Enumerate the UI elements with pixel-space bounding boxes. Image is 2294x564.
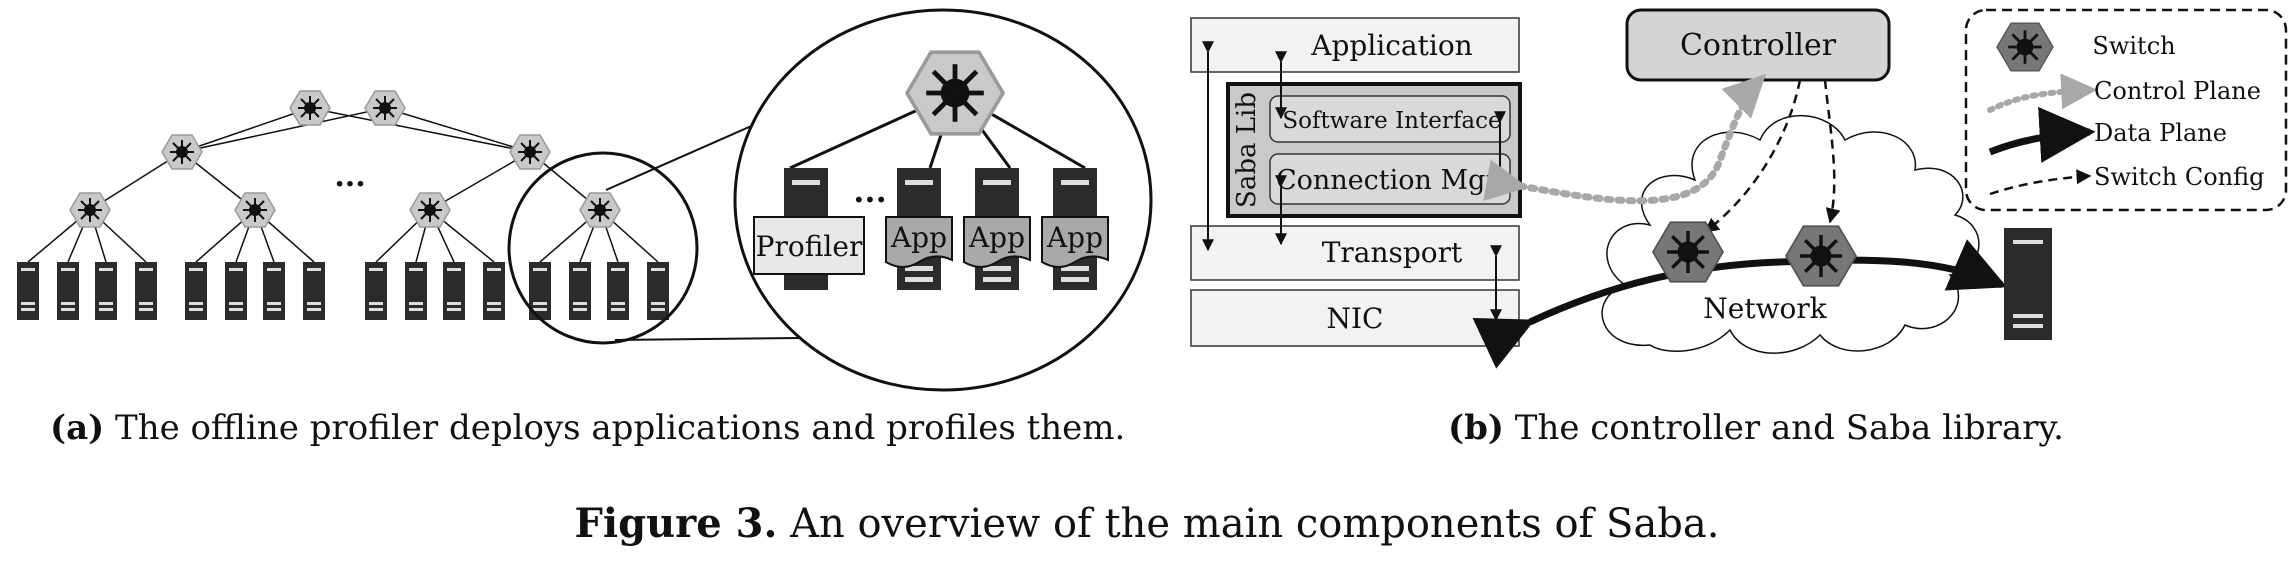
server-icon: [647, 262, 669, 320]
server-icon: [569, 262, 591, 320]
app-label: App: [968, 221, 1025, 254]
legend-control-plane-label: Control Plane: [2094, 77, 2261, 105]
host-stack: Application Saba Lib Software Interface …: [1190, 17, 1522, 347]
switch-config-paths: [1703, 79, 1841, 233]
figure-caption-tag: Figure 3.: [574, 500, 778, 547]
server-icon: [135, 262, 157, 320]
caption-b-text: The controller and Saba library.: [1503, 408, 2064, 448]
server-icon: [303, 262, 325, 320]
legend-switch-config-line: [1989, 169, 2092, 196]
server-icon: [263, 262, 285, 320]
connection-mgr-label: Connection Mgr.: [1276, 165, 1504, 196]
network-switch-icon: [1651, 221, 1725, 283]
data-plane-path: [1472, 239, 2008, 369]
nic-label: NIC: [1327, 302, 1384, 335]
transport-layer: [1190, 225, 1520, 281]
app-banner: App: [963, 216, 1031, 268]
application-layer: [1190, 17, 1520, 73]
caption-b-tag: (b): [1448, 408, 1504, 448]
server-icon: [483, 262, 505, 320]
app-banner: App: [1041, 216, 1109, 268]
server-icon: [185, 262, 207, 320]
server-icon: [405, 262, 427, 320]
controller-label: Controller: [1680, 28, 1837, 63]
profiler-box: [753, 216, 865, 275]
rack-ellipsis: ...: [853, 172, 886, 210]
profiler-label: Profiler: [756, 230, 863, 263]
caption-a-tag: (a): [50, 408, 105, 448]
server-icon: [365, 262, 387, 320]
figure-canvas: ...: [17, 8, 2288, 392]
transport-label: Transport: [1322, 236, 1463, 269]
server-icon: [95, 262, 117, 320]
app-label: App: [1046, 221, 1103, 254]
server-icon: [57, 262, 79, 320]
legend-control-plane-line: [1987, 73, 2098, 113]
legend-data-plane-line: [1988, 106, 2096, 163]
core-switch-icon: [289, 90, 331, 126]
software-interface-label: Software Interface: [1282, 108, 1501, 134]
remote-server-icon: [2004, 228, 2052, 340]
application-label: Application: [1310, 29, 1472, 62]
app-label: App: [890, 221, 947, 254]
network-cloud: Network: [1601, 114, 1980, 354]
datacenter-topology: ...: [17, 90, 669, 320]
topology-ellipsis: ...: [334, 159, 365, 194]
control-plane-path: [1483, 74, 1766, 205]
server-icon: [17, 262, 39, 320]
zoom-highlight: [507, 119, 801, 345]
figure-caption-text: An overview of the main components of Sa…: [777, 501, 1720, 547]
legend-data-plane-label: Data Plane: [2094, 119, 2227, 147]
zoomed-rack: ... Profiler App App App: [733, 8, 1153, 392]
caption-a-text: The offline profiler deploys application…: [104, 408, 1126, 448]
app-banner: App: [885, 216, 953, 268]
legend-switch-config-label: Switch Config: [2094, 163, 2264, 191]
server-icon: [225, 262, 247, 320]
figure-caption: Figure 3. An overview of the main compon…: [0, 500, 2294, 547]
caption-a: (a) The offline profiler deploys applica…: [50, 408, 1125, 448]
legend-switch-icon: [1996, 22, 2054, 72]
server-row: [17, 262, 669, 320]
caption-b: (b) The controller and Saba library.: [1448, 408, 2064, 448]
network-label: Network: [1703, 292, 1828, 325]
legend-switch-label: Switch: [2092, 32, 2175, 60]
server-icon: [607, 262, 629, 320]
network-switch-icon: [1784, 225, 1858, 287]
legend: Switch Control Plane Data Plane Switch C…: [1964, 8, 2288, 212]
saba-lib-label: Saba Lib: [1232, 92, 1262, 208]
server-icon: [443, 262, 465, 320]
